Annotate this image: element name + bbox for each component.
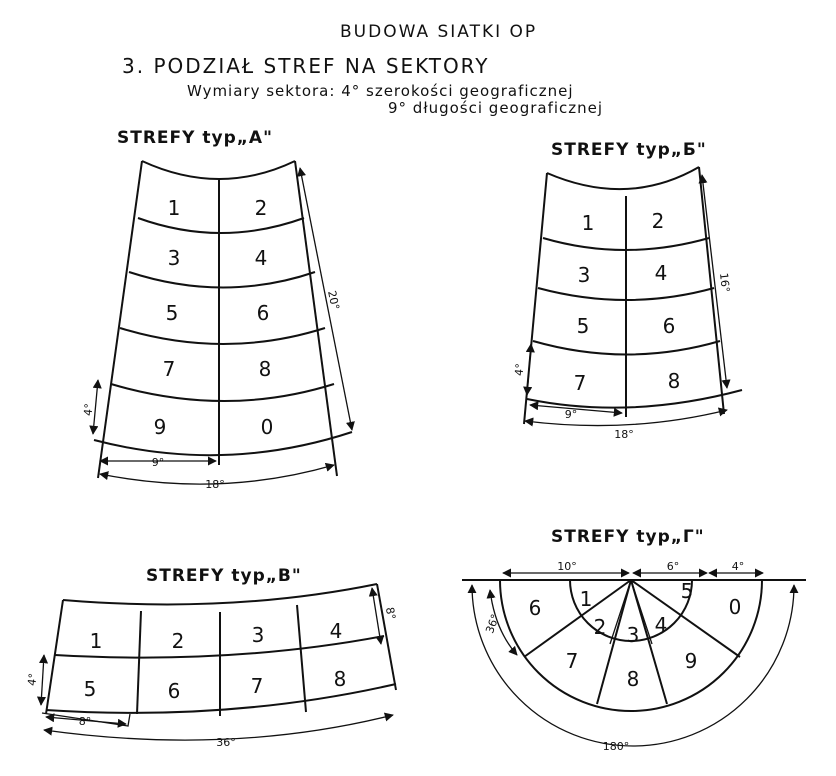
zone-a-diagram: 1 2 3 4 5 6 7 8 9 0 20° 4° 9° 18°	[81, 160, 355, 491]
zone-v-sector: 2	[172, 629, 185, 653]
zone-v-left-edge	[45, 599, 64, 715]
zone-v-sector: 3	[252, 623, 265, 647]
zone-b-sector: 1	[582, 211, 595, 235]
zone-g-sector: 5	[681, 579, 694, 603]
zone-g-left-label: 10°	[557, 560, 577, 573]
zone-g-arc-arrow	[467, 584, 799, 747]
zone-b-width-arrow	[524, 407, 728, 427]
zone-v-width-arrow	[43, 712, 394, 741]
zone-g-sector: 4	[655, 613, 668, 637]
zone-b-diagram: 1 2 3 4 5 6 7 8 16° 4° 9° 18°	[512, 166, 743, 441]
zone-v-arc-bottom	[45, 683, 397, 714]
sector-dimensions-latitude: Wymiary sektora: 4° szerokości geografic…	[187, 82, 574, 100]
zone-b-height-arrow	[698, 174, 731, 389]
zone-a-sector: 8	[259, 357, 272, 381]
zone-b-sector: 7	[574, 371, 587, 395]
zone-v-sector: 4	[330, 619, 343, 643]
zone-b-col-label: 9°	[565, 408, 578, 421]
zone-g-radius-arrow	[486, 589, 518, 656]
zone-b-sector: 8	[668, 369, 681, 393]
zone-v-sector: 6	[168, 679, 181, 703]
zone-g-diagram: 6 1 2 3 4 5 0 7 8 9 10° 6° 4° 36° 180°	[462, 560, 806, 753]
zone-v-height-arrow	[368, 587, 385, 645]
zone-a-sector: 5	[166, 301, 179, 325]
zone-g-sector: 7	[566, 649, 579, 673]
zone-a-sector: 7	[163, 357, 176, 381]
zone-v-sector: 5	[84, 677, 97, 701]
zone-v-diagram: 1 2 3 4 5 6 7 8 8° 4° 8° 36°	[25, 583, 398, 749]
zone-g-ray	[596, 579, 632, 705]
zone-a-sector: 6	[257, 301, 270, 325]
zone-a-row-arrow	[89, 379, 102, 435]
zone-v-sector: 7	[251, 674, 264, 698]
zone-v-arc-top	[62, 583, 378, 606]
zone-a-sector: 3	[168, 246, 181, 270]
zone-a-arc-row4	[110, 383, 335, 402]
zone-a-left-edge	[97, 160, 143, 479]
zone-a-arc-row3	[119, 327, 326, 345]
zone-b-sector: 4	[655, 261, 668, 285]
zone-g-mid-label: 6°	[667, 560, 680, 573]
zone-g-right-label: 4°	[732, 560, 745, 573]
zone-v-row-label: 4°	[25, 672, 40, 686]
zone-a-right-edge	[294, 160, 338, 477]
zone-g-sector: 6	[529, 596, 542, 620]
zone-g-ray	[630, 579, 668, 705]
zone-a-sector: 1	[168, 196, 181, 220]
zone-g-arc-label: 180°	[603, 740, 630, 753]
zone-v-sector: 8	[334, 667, 347, 691]
zone-a-sector: 4	[255, 246, 268, 270]
zone-a-title: STREFY typ„A"	[117, 128, 273, 148]
zone-b-sector: 5	[577, 314, 590, 338]
zone-g-sector: 2	[594, 615, 607, 639]
zone-g-sector: 9	[685, 649, 698, 673]
zone-b-row-label: 4°	[512, 363, 526, 377]
zone-v-row-arrow	[36, 654, 49, 706]
page-title: BUDOWA SIATKI OP	[340, 22, 538, 42]
zone-v-width-label: 36°	[216, 736, 236, 749]
zone-a-width-label: 18°	[205, 478, 225, 491]
zone-g-title: STREFY typ„Г"	[551, 527, 705, 547]
zone-a-height-arrow	[297, 167, 355, 431]
zone-a-width-arrow	[99, 462, 335, 485]
zone-a-col-label: 9°	[152, 456, 165, 469]
zone-b-sector: 6	[663, 314, 676, 338]
zone-a-row-label: 4°	[81, 403, 95, 417]
zone-v-title: STREFY typ„B"	[146, 566, 302, 586]
zone-b-sector: 2	[652, 209, 665, 233]
zone-v-arc-mid	[54, 635, 385, 659]
section-subtitle: 3. PODZIAŁ STREF NA SEKTORY	[122, 54, 490, 78]
zone-a-arc-row1	[137, 217, 305, 234]
zone-v-height-label: 8°	[383, 606, 398, 621]
zone-a-sector: 2	[255, 196, 268, 220]
zone-g-sector: 0	[729, 595, 742, 619]
zone-g-sector: 1	[580, 587, 593, 611]
zone-b-arc-top	[546, 166, 700, 191]
zone-b-arc-bottom	[526, 389, 743, 409]
sector-dimensions-longitude: 9° długości geograficznej	[388, 99, 604, 117]
zone-g-sector: 3	[627, 623, 640, 647]
zone-b-width-label: 18°	[614, 428, 634, 441]
zone-a-sector: 0	[261, 415, 274, 439]
zone-a-sector: 9	[154, 415, 167, 439]
zone-g-inner-arc	[569, 579, 693, 642]
zone-a-arc-row2	[128, 271, 316, 289]
zone-v-divider	[136, 610, 142, 715]
zone-b-row-arrow	[523, 343, 535, 396]
zone-g-radius-label: 36°	[483, 612, 502, 635]
zone-a-height-label: 20°	[325, 289, 342, 311]
zone-b-height-label: 16°	[717, 272, 732, 293]
zone-b-title: STREFY typ„Б"	[551, 140, 707, 160]
zone-a-arc-top	[141, 160, 296, 180]
zone-g-sector: 8	[627, 667, 640, 691]
zone-a-arc-bottom	[93, 431, 353, 457]
zone-v-col-label: 8°	[79, 715, 92, 728]
zone-v-divider	[296, 604, 307, 713]
zone-b-sector: 3	[578, 263, 591, 287]
zone-v-sector: 1	[90, 629, 103, 653]
